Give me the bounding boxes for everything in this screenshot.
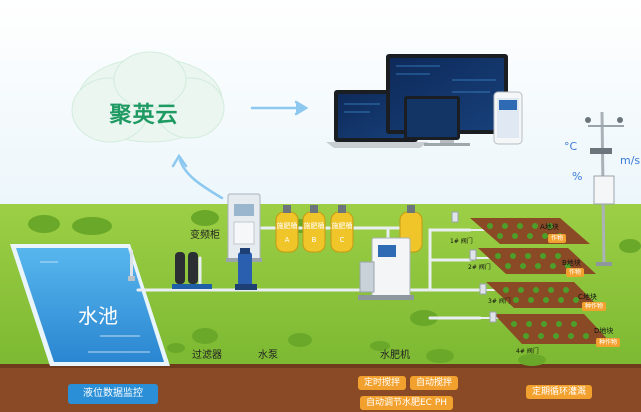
fertigation-machine: [358, 237, 414, 300]
fertigation-machine-label: 水肥机: [380, 350, 410, 361]
filter-label: 过滤器: [192, 350, 222, 361]
humidity-unit: %: [572, 170, 583, 183]
valve-posts: [451, 211, 497, 323]
zone-c-tag: 种作物: [582, 302, 607, 311]
cloud-brand-label: 聚英云: [109, 103, 179, 128]
weather-station: [585, 111, 624, 267]
tank-letter: B: [311, 236, 317, 244]
valve-3-label: 3# 阀门: [488, 298, 511, 305]
cloud-shape: [71, 51, 225, 143]
wind-unit: m/s: [620, 154, 641, 167]
tank-name: 施肥桶: [331, 222, 353, 230]
phone: [493, 91, 523, 145]
tank-name: 施肥桶: [303, 222, 325, 230]
data-flow-arrows: [171, 100, 309, 200]
auto-ec-ph-sign: 自动调节水肥EC PH: [360, 396, 454, 410]
zone-c-label: C地块: [578, 293, 597, 301]
filter-unit: [172, 252, 212, 289]
valve-1-label: 1# 阀门: [450, 238, 473, 245]
pond-label: 水池: [78, 304, 118, 328]
tank-letter: A: [284, 236, 290, 244]
auto-stir-sign: 自动搅拌: [410, 376, 459, 390]
zone-b-tag: 作物: [566, 268, 585, 277]
tablet: [404, 96, 460, 140]
periodic-irrigation-sign: 定期循环灌溉: [526, 385, 593, 399]
crops: [487, 223, 589, 339]
water-pump: [235, 248, 257, 290]
valve-4-label: 4# 阀门: [516, 348, 539, 355]
frequency-cabinet: [226, 193, 262, 262]
level-monitor-sign: 液位数据监控: [68, 384, 158, 404]
zone-d-label: D地块: [594, 327, 614, 335]
zone-a-label: A地块: [540, 223, 559, 231]
pond: [10, 244, 170, 366]
cabinet-label: 变频柜: [190, 230, 220, 241]
zone-a-tag: 作物: [548, 234, 567, 243]
tank-name: 施肥桶: [276, 222, 298, 230]
valve-2-label: 2# 阀门: [468, 264, 491, 271]
timed-stir-sign: 定时搅拌: [358, 376, 407, 390]
temperature-unit: °C: [564, 140, 578, 153]
zone-b-label: B地块: [562, 259, 581, 267]
pump-label: 水泵: [258, 350, 278, 361]
tank-letter: C: [339, 236, 345, 244]
zone-d-tag: 种作物: [596, 338, 621, 347]
